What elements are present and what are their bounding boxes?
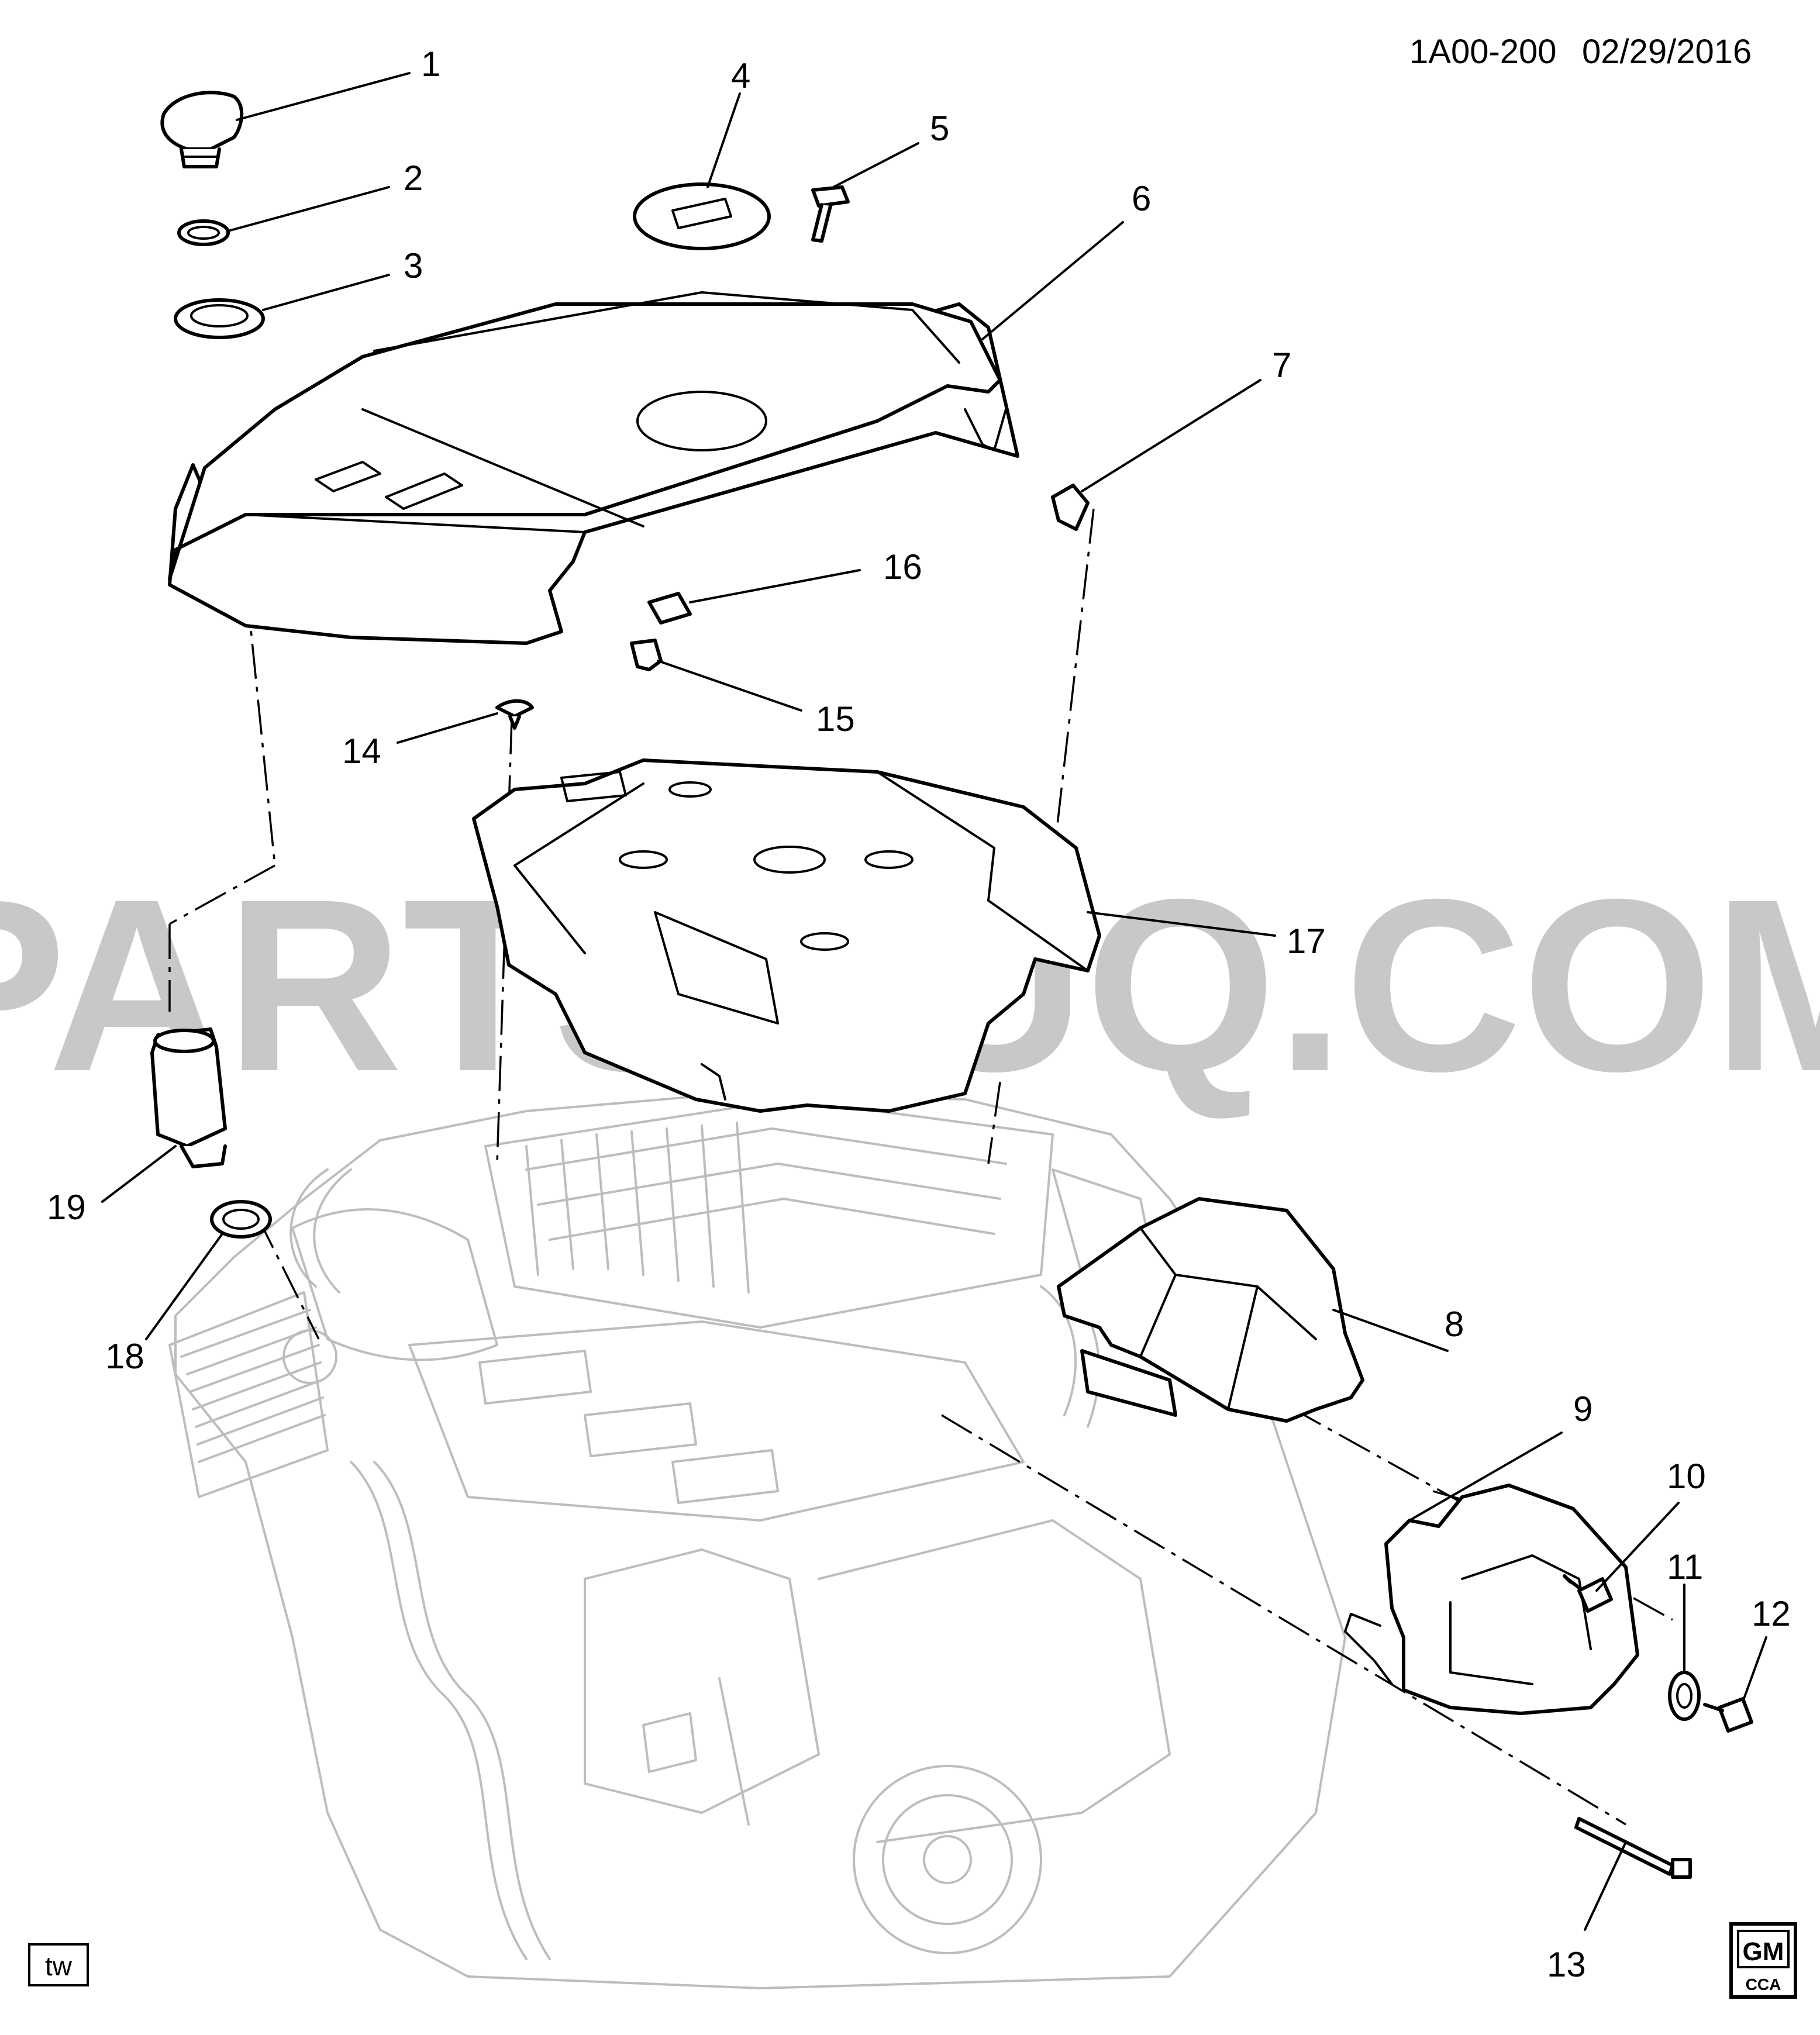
callout-2[interactable]: 2 [404,158,423,198]
callout-13[interactable]: 13 [1547,1945,1586,1984]
callout-3[interactable]: 3 [404,246,423,285]
callout-14[interactable]: 14 [342,732,381,771]
cover-bolt [811,185,850,243]
cover-emblem [633,182,771,250]
callout-9[interactable]: 9 [1573,1389,1592,1429]
tw-tag: tw [28,1943,89,1986]
tw-tag-label: tw [45,1951,73,1981]
callout-16[interactable]: 16 [883,547,922,587]
callout-10[interactable]: 10 [1667,1457,1706,1496]
push-pin [495,699,534,730]
gm-logo-subtext: CCA [1746,1975,1781,1993]
callout-15[interactable]: 15 [816,699,855,739]
stud [630,639,663,671]
grommet [647,592,692,625]
callout-19[interactable]: 19 [47,1188,86,1227]
diagram-date: 02/29/2016 [1582,33,1752,71]
callout-6[interactable]: 6 [1132,179,1151,218]
gm-logo: GM CCA [1729,1922,1797,1999]
callout-8[interactable]: 8 [1445,1305,1464,1344]
heat-shield-rear [1344,1484,1639,1715]
oil-fill-seal [174,298,265,339]
gm-logo-text: GM [1743,1937,1784,1966]
oil-fill-cap [160,91,244,168]
shield-nut [1668,1671,1701,1721]
shield-bolt-short [1703,1697,1753,1733]
long-bolt [1574,1817,1692,1879]
tube-seal [210,1200,272,1239]
callouts: 1 2 3 4 5 6 7 8 9 10 11 12 13 14 15 16 1… [47,44,1791,1984]
shield-bolt [1563,1574,1613,1613]
leader-lines [101,72,1767,1931]
upper-engine-cover [168,291,1019,645]
callout-11[interactable]: 11 [1667,1547,1703,1586]
callout-12[interactable]: 12 [1752,1594,1791,1633]
callout-18[interactable]: 18 [105,1337,144,1376]
callout-1[interactable]: 1 [421,44,440,84]
intake-manifold-cover [472,758,1101,1113]
oil-fill-tube [150,1027,227,1168]
callout-4[interactable]: 4 [731,56,750,95]
heat-shield-front [1057,1197,1364,1423]
callout-7[interactable]: 7 [1272,346,1291,385]
o-ring [177,219,230,246]
callout-17[interactable]: 17 [1287,922,1326,961]
cover-clip [1051,484,1090,531]
callout-5[interactable]: 5 [930,109,949,148]
diagram-code: 1A00-200 [1409,33,1557,71]
